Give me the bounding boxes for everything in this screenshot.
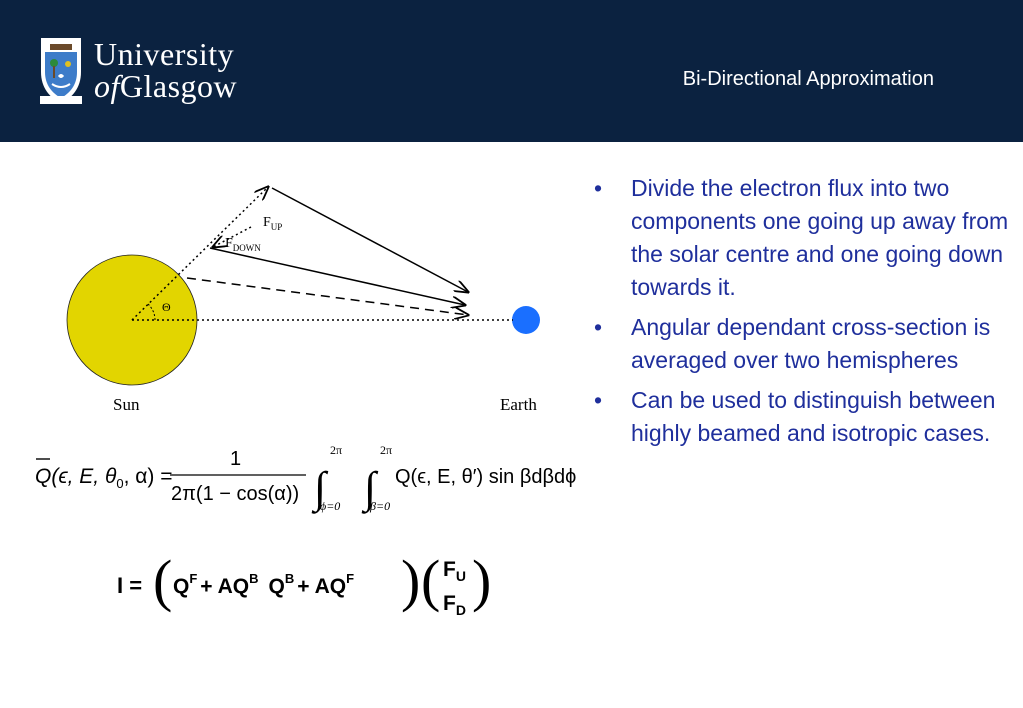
earth-disk xyxy=(512,306,540,334)
bullet-item: •Can be used to distinguish between high… xyxy=(594,387,996,446)
f-up-label: FUP xyxy=(263,215,282,232)
f-up-arrow xyxy=(271,187,468,292)
svg-text:Q(ϵ, E, θ0, α) =: Q(ϵ, E, θ0, α) = xyxy=(35,465,172,491)
bullet-list: •Divide the electron flux into two compo… xyxy=(594,172,1014,457)
f-down-arrow xyxy=(209,247,465,305)
logo-wordmark-university: University xyxy=(94,36,235,72)
bullet-item: •Divide the electron flux into two compo… xyxy=(594,175,1009,300)
svg-text:2π: 2π xyxy=(330,443,342,457)
header-bar: University ofGlasgow Bi-Directional Appr… xyxy=(0,0,1023,142)
svg-text:FU: FU xyxy=(443,558,466,584)
svg-text:2π: 2π xyxy=(380,443,392,457)
crest-icon xyxy=(40,38,82,104)
sun-label: Sun xyxy=(113,395,140,414)
f-down-label: FDOWN xyxy=(225,236,261,253)
flux-diagram: FUP FDOWN Θ Sun Earth xyxy=(66,175,540,414)
eq1-lhs: Q xyxy=(35,465,51,488)
radial-dotted-arrow xyxy=(131,187,268,321)
svg-text:I =: I = xyxy=(117,573,142,598)
svg-text:β=0: β=0 xyxy=(369,499,390,513)
earth-label: Earth xyxy=(500,395,537,414)
svg-text:(: ( xyxy=(421,548,440,613)
svg-text:∫: ∫ xyxy=(311,463,329,514)
svg-text:∫: ∫ xyxy=(361,463,379,514)
svg-text:ϕ=0: ϕ=0 xyxy=(320,499,340,513)
theta-label: Θ xyxy=(162,300,171,314)
eq1-integrand: Q(ϵ, E, θ′) sin βdβdϕ xyxy=(395,466,576,488)
logo-wordmark-glasgow: ofGlasgow xyxy=(94,68,238,104)
bullet-item: •Angular dependant cross-section is aver… xyxy=(594,314,991,373)
svg-text:): ) xyxy=(472,548,491,613)
eq1-numerator: 1 xyxy=(230,448,241,470)
slide-title: Bi-Directional Approximation xyxy=(682,68,934,90)
dashed-line xyxy=(186,277,468,315)
dotted-arrow-short xyxy=(213,226,252,247)
averaged-cross-section-equation: Q(ϵ, E, θ0, α) = 1 2π(1 − cos(α)) ∫ 2π ϕ… xyxy=(35,443,576,514)
svg-text:): ) xyxy=(401,548,420,613)
eq1-denominator: 2π(1 − cos(α)) xyxy=(171,483,299,505)
theta-arc xyxy=(147,303,156,321)
svg-text:(: ( xyxy=(153,548,172,613)
svg-text:FD: FD xyxy=(443,592,466,618)
university-logo[interactable]: University ofGlasgow xyxy=(38,36,253,108)
